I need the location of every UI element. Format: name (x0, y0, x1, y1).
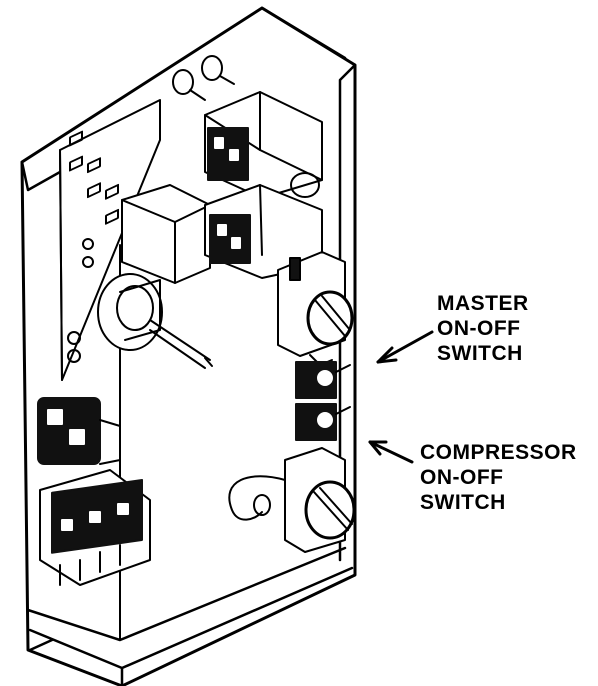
lower-relay (121, 184, 323, 284)
start-relay (37, 397, 121, 465)
compressor-label-line-1: COMPRESSOR (420, 441, 577, 464)
timer-motor (97, 273, 213, 369)
compressor-switch-arrow (368, 440, 414, 464)
upper-relay (204, 91, 323, 199)
compressor-label-line-2: ON-OFF (420, 466, 504, 489)
terminal-board (59, 99, 161, 381)
master-switch-label: MASTER ON-OFF SWITCH (437, 291, 529, 366)
contactor (39, 469, 151, 586)
compressor-switch-assembly (228, 447, 356, 553)
master-label-line-1: MASTER (437, 292, 529, 315)
compressor-label-line-3: SWITCH (420, 491, 506, 514)
master-switch-arrow (376, 330, 434, 364)
master-switch-assembly (277, 251, 354, 366)
master-label-line-2: ON-OFF (437, 317, 521, 340)
compressor-switch-label: COMPRESSOR ON-OFF SWITCH (420, 440, 577, 515)
small-switches (295, 361, 351, 441)
terminal-blocks (69, 130, 119, 225)
master-label-line-3: SWITCH (437, 342, 523, 365)
grommets (172, 55, 235, 101)
